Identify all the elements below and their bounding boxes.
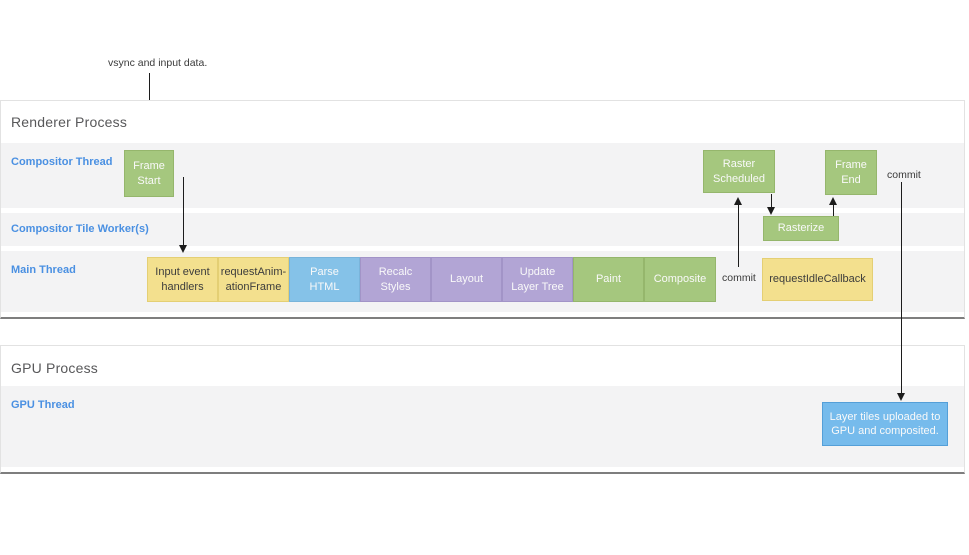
raster-to-rasterize-arrowhead-icon [767,207,775,215]
commit-to-gpu-arrowhead-icon [897,393,905,401]
commit-annotation-top: commit [887,169,921,181]
rasterize-to-frame-end-arrowhead-icon [829,197,837,205]
gpu-process-panel: GPU Process GPU Thread [0,345,965,474]
frame-start-to-main-arrow [183,177,184,246]
stage-request-idle-callback: requestIdleCallback [762,258,873,301]
stage-input-event-handlers: Input event handlers [147,257,218,302]
main-thread-label: Main Thread [11,264,76,276]
rasterize-to-frame-end-arrow [833,204,834,216]
stage-raster-scheduled: Raster Scheduled [703,150,775,193]
compositor-thread-label: Compositor Thread [11,156,113,168]
stage-recalc-styles: Recalc Styles [360,257,431,302]
stage-request-animation-frame: requestAnim- ationFrame [218,257,289,302]
stage-composite: Composite [644,257,716,302]
stage-parse-html: Parse HTML [289,257,360,302]
commit-annotation-mid: commit [722,272,756,284]
gpu-thread-label: GPU Thread [11,399,75,411]
stage-layout: Layout [431,257,502,302]
stage-layer-tiles-uploaded: Layer tiles uploaded to GPU and composit… [822,402,948,446]
commit-to-gpu-arrow [901,182,902,394]
gpu-thread-row: GPU Thread [1,386,964,467]
stage-update-layer-tree: Update Layer Tree [502,257,573,302]
gpu-process-title: GPU Process [11,360,98,376]
commit-to-raster-arrow [738,204,739,267]
frame-start-to-main-arrowhead-icon [179,245,187,253]
raster-to-rasterize-arrow [771,194,772,208]
commit-to-raster-arrowhead-icon [734,197,742,205]
stage-frame-start: Frame Start [124,150,174,197]
renderer-process-title: Renderer Process [11,114,128,130]
stage-paint: Paint [573,257,644,302]
compositor-tile-worker-label: Compositor Tile Worker(s) [11,223,149,235]
stage-frame-end: Frame End [825,150,877,195]
vsync-annotation: vsync and input data. [108,57,208,69]
stage-rasterize: Rasterize [763,216,839,241]
